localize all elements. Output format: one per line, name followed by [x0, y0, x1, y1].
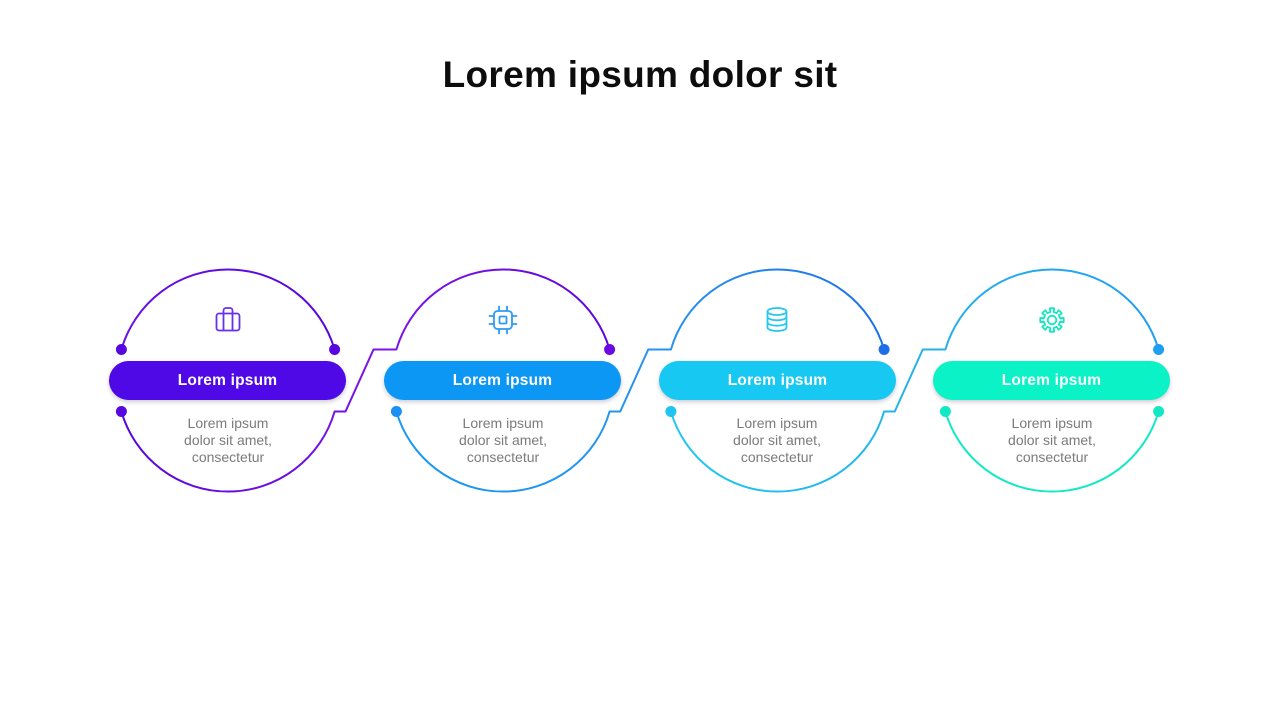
step-description-line: dolor sit amet, [184, 432, 272, 448]
step-description-3: Lorem ipsum dolor sit amet, consectetur [677, 415, 877, 466]
step-description-line: Lorem ipsum [1011, 415, 1093, 431]
node-dot [115, 406, 127, 417]
step-description-line: Lorem ipsum [187, 415, 269, 431]
step-pill-label: Lorem ipsum [1001, 371, 1102, 389]
step-description-line: dolor sit amet, [1008, 432, 1096, 448]
step-description-1: Lorem ipsum dolor sit amet, consectetur [128, 415, 328, 466]
circle-bottom-arc-4 [944, 410, 1160, 493]
step-pill-2: Lorem ipsum [384, 361, 621, 400]
node-dot [1153, 344, 1165, 355]
gear-icon [1039, 307, 1065, 333]
step-description-line: dolor sit amet, [459, 432, 547, 448]
step-pill-label: Lorem ipsum [727, 371, 828, 389]
circle-top-arc-1 [120, 268, 336, 351]
step-description-line: consectetur [740, 449, 814, 465]
node-dot [1153, 406, 1165, 417]
step-pill-label: Lorem ipsum [177, 371, 278, 389]
step-description-line: Lorem ipsum [462, 415, 544, 431]
step-pill-3: Lorem ipsum [659, 361, 896, 400]
node-dot [390, 406, 402, 417]
step-pill-1: Lorem ipsum [109, 361, 346, 400]
node-dot [665, 406, 677, 417]
node-dot [939, 406, 951, 417]
node-dot [115, 344, 127, 355]
step-description-line: consectetur [191, 449, 265, 465]
connector-circle2-to-circle3 [395, 268, 886, 493]
node-dot [604, 344, 616, 355]
step-description-line: Lorem ipsum [736, 415, 818, 431]
briefcase-icon [215, 307, 241, 332]
step-description-4: Lorem ipsum dolor sit amet, consectetur [952, 415, 1152, 466]
step-pill-label: Lorem ipsum [452, 371, 553, 389]
node-dot [329, 344, 341, 355]
step-description-line: consectetur [466, 449, 540, 465]
database-icon [766, 307, 788, 332]
slide-title: Lorem ipsum dolor sit [442, 54, 838, 95]
step-description-line: dolor sit amet, [733, 432, 821, 448]
step-pill-4: Lorem ipsum [933, 361, 1170, 400]
connector-circle3-to-circle4 [669, 268, 1160, 493]
node-dot [878, 344, 890, 355]
cpu-chip-icon [488, 305, 518, 335]
step-description-line: consectetur [1015, 449, 1089, 465]
step-description-2: Lorem ipsum dolor sit amet, consectetur [403, 415, 603, 466]
connector-circle1-to-circle2 [120, 268, 611, 493]
